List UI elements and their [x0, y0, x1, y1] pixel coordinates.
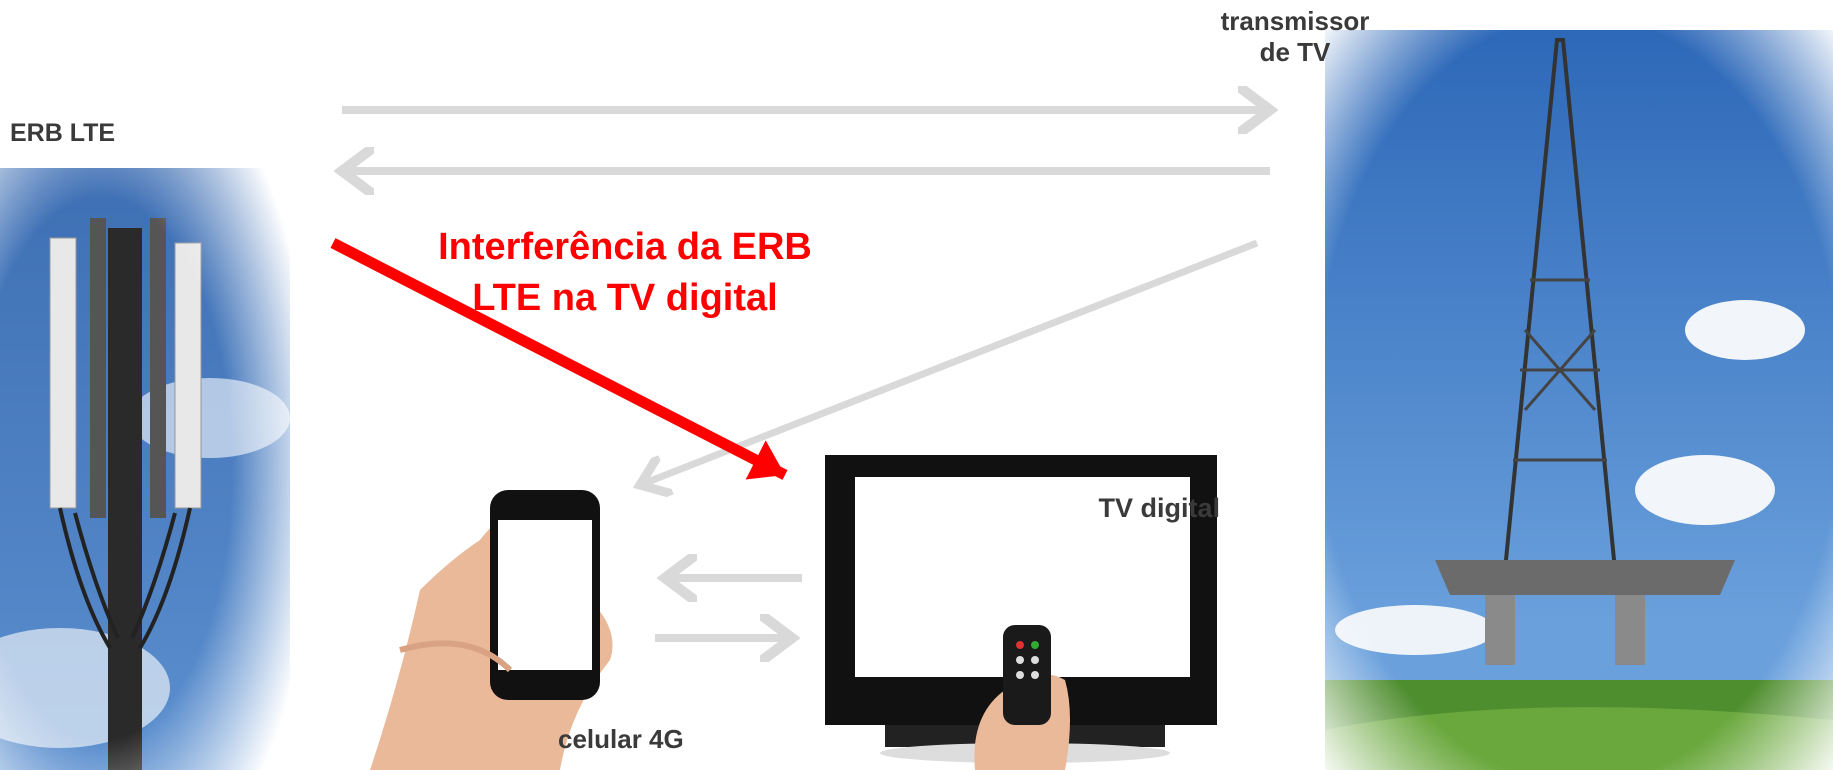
tv-transmitter-tower-image [1325, 30, 1833, 770]
interference-arrow [330, 238, 788, 480]
erb-lte-tower-image [0, 168, 290, 770]
tv-transmitter-label: transmissor de TV [1220, 6, 1370, 68]
digital-tv-image [825, 455, 1217, 770]
digital-tv-label: TV digital [1098, 493, 1221, 523]
arrow-transmitter-to-phone [640, 239, 1259, 485]
interference-label: Interferência da ERB LTE na TV digital [438, 226, 812, 320]
erb-lte-label: ERB LTE [10, 119, 116, 147]
phone-4g-label: celular 4G [558, 724, 684, 754]
phone-in-hand-image [370, 490, 613, 770]
